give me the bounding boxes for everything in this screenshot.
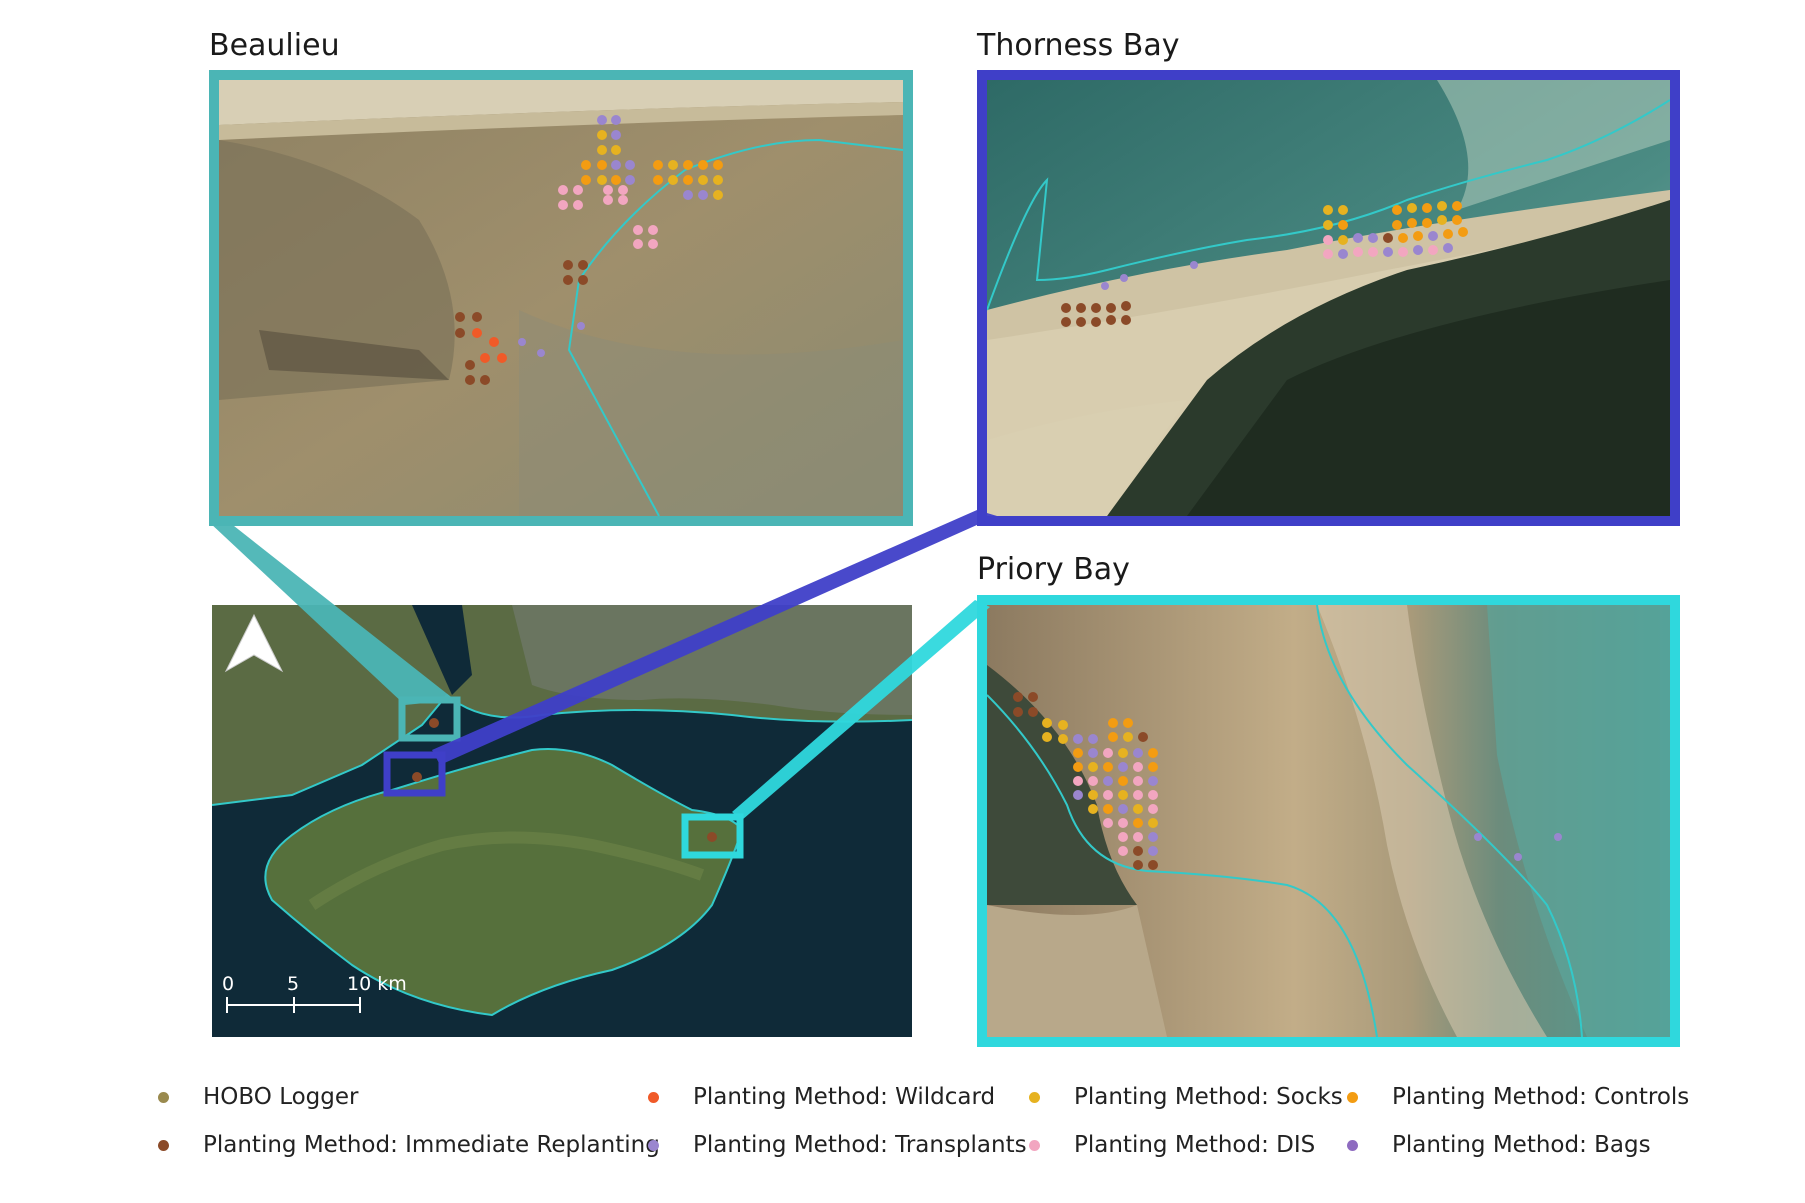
legend-label: Planting Method: Transplants	[693, 1132, 1027, 1158]
scale-label-5: 5	[287, 973, 299, 995]
legend-label: Planting Method: Bags	[1392, 1132, 1651, 1158]
thorness-bay-inset-map	[977, 70, 1680, 526]
legend-label: Planting Method: Controls	[1392, 1084, 1690, 1110]
legend-label: Planting Method: DIS	[1074, 1132, 1316, 1158]
legend-item-controls: Planting Method: Controls	[1347, 1084, 1689, 1110]
legend-label: Planting Method: Socks	[1074, 1084, 1343, 1110]
thorness-bay-title: Thorness Bay	[977, 28, 1180, 63]
thorness-aerial	[987, 80, 1670, 516]
priory-bay-title: Priory Bay	[977, 552, 1130, 587]
legend-item-immediate-replanting: Planting Method: Immediate Replanting	[158, 1132, 660, 1158]
thorness-planting-points	[1061, 201, 1468, 327]
legend-dot-immediate-replanting	[158, 1139, 169, 1151]
overview-satellite: 0 5 10 km	[212, 605, 912, 1037]
beaulieu-aerial	[219, 80, 903, 516]
beaulieu-inset-map	[209, 70, 913, 526]
legend-item-bags: Planting Method: Bags	[1347, 1132, 1651, 1158]
legend-item-hobo-logger: HOBO Logger	[158, 1084, 358, 1110]
priory-planting-points	[1013, 692, 1562, 870]
legend-dot-dis	[1029, 1139, 1040, 1151]
legend-item-wildcard: Planting Method: Wildcard	[648, 1084, 995, 1110]
legend-dot-hobo-logger	[158, 1091, 169, 1103]
legend-item-socks: Planting Method: Socks	[1029, 1084, 1343, 1110]
legend-label: Planting Method: Wildcard	[693, 1084, 996, 1110]
overview-map: 0 5 10 km	[212, 605, 912, 1037]
priory-aerial	[987, 605, 1670, 1037]
legend-label: HOBO Logger	[203, 1084, 359, 1110]
beaulieu-title: Beaulieu	[209, 28, 340, 63]
scale-bar: 0 5 10 km	[222, 973, 407, 1013]
legend-dot-socks	[1029, 1091, 1040, 1103]
legend-dot-bags	[1347, 1139, 1358, 1151]
scale-label-0: 0	[222, 973, 234, 995]
legend-item-dis: Planting Method: DIS	[1029, 1132, 1315, 1158]
scale-label-10km: 10 km	[347, 973, 407, 995]
legend-dot-transplants	[648, 1139, 659, 1151]
priory-bay-inset-map	[977, 595, 1680, 1047]
legend-dot-wildcard	[648, 1091, 659, 1103]
legend-dot-controls	[1347, 1091, 1358, 1103]
legend-label: Planting Method: Immediate Replanting	[203, 1132, 660, 1158]
legend-item-transplants: Planting Method: Transplants	[648, 1132, 1027, 1158]
beaulieu-planting-points	[455, 115, 723, 385]
